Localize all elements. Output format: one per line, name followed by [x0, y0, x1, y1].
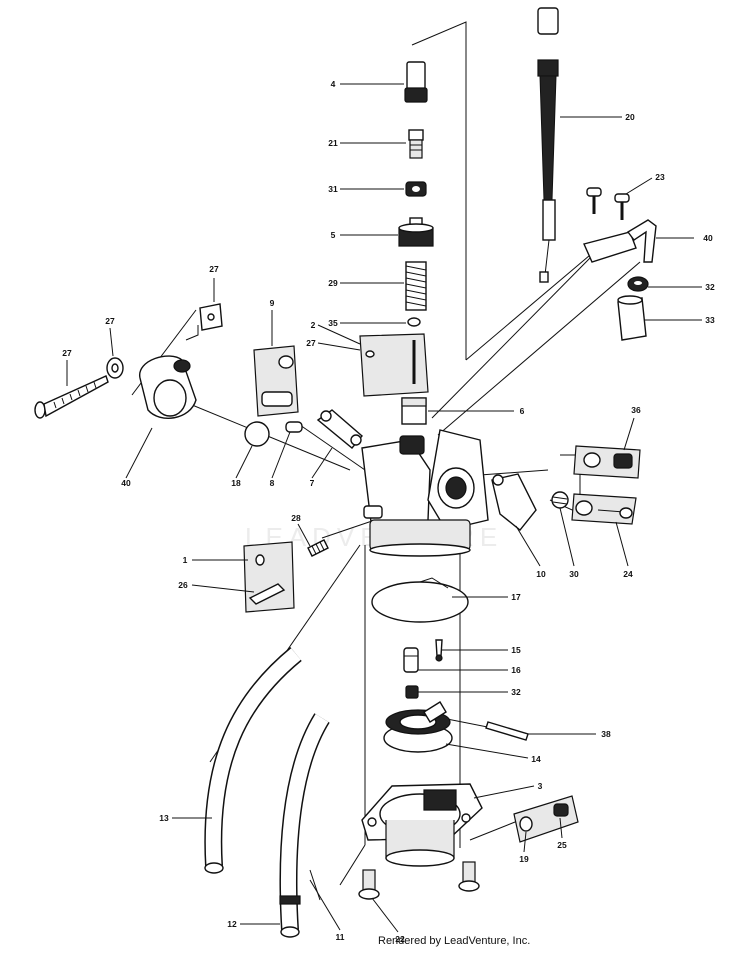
callout-3: 3	[538, 781, 543, 791]
callout-4: 4	[331, 79, 336, 89]
part-31-needle-card	[359, 333, 429, 397]
callout-23: 23	[655, 172, 665, 182]
callout-37: 35	[328, 318, 338, 328]
part-4-cable-cap	[404, 61, 428, 103]
part-22-bowl-screw	[358, 861, 480, 900]
callout-27-bracket: 27	[209, 264, 219, 274]
callout-13: 13	[159, 813, 169, 823]
callout-2: 2	[311, 320, 316, 330]
callout-12: 12	[227, 919, 237, 929]
part-19-card	[513, 795, 579, 843]
callout-22: 22	[395, 934, 405, 944]
part-28-spring	[307, 539, 329, 557]
callout-30: 30	[569, 569, 579, 579]
callout-31: 27	[306, 338, 316, 348]
part-30-spring	[551, 491, 569, 509]
part-36-card	[573, 445, 641, 479]
callout-5: 5	[331, 230, 336, 240]
callout-36: 36	[631, 405, 641, 415]
part-16-jet	[403, 647, 419, 673]
callout-33: 31	[328, 184, 338, 194]
callout-27-screw: 27	[62, 348, 72, 358]
part-15-needle	[435, 639, 443, 662]
callout-10: 10	[536, 569, 546, 579]
callout-1: 1	[183, 555, 188, 565]
part-29-spring	[405, 261, 427, 311]
part-40-clamp	[139, 355, 197, 419]
callout-9: 9	[270, 298, 275, 308]
part-14-float	[383, 701, 453, 753]
part-7-choke-lever	[316, 409, 363, 449]
callout-28: 28	[291, 513, 301, 523]
part-13-vent-tube	[204, 647, 302, 874]
callout-26: 26	[178, 580, 188, 590]
part-27-washer	[106, 357, 124, 379]
part-27-bracket	[199, 303, 223, 331]
callouts: 4 21 31 5 29 35 2 27 6 20 23 40 32 33 27…	[62, 79, 715, 944]
callout-8: 8	[270, 478, 275, 488]
callout-16: 16	[511, 665, 521, 675]
callout-6: 6	[520, 406, 525, 416]
callout-15: 15	[511, 645, 521, 655]
callout-14: 14	[531, 754, 541, 764]
part-32-main-jet	[405, 685, 419, 699]
part-27-screw	[34, 375, 109, 419]
footer-credit: Rendered by LeadVenture, Inc.	[378, 935, 531, 947]
part-10-throttle-arm	[491, 473, 537, 531]
part-37-clip	[407, 317, 421, 327]
callout-40: 40	[121, 478, 131, 488]
part-8-pin	[285, 421, 303, 433]
part-24-card	[571, 493, 637, 525]
part-26-mixture-card	[243, 541, 295, 613]
callout-35: 33	[705, 315, 715, 325]
callout-17: 17	[511, 592, 521, 602]
part-17-bowl-gasket	[371, 577, 469, 623]
callout-29: 29	[328, 278, 338, 288]
part-34-nut	[627, 276, 649, 292]
callout-21: 21	[328, 138, 338, 148]
callout-38: 38	[601, 729, 611, 739]
callout-34: 32	[705, 282, 715, 292]
callout-11: 11	[336, 932, 345, 942]
part-3-float-bowl	[361, 783, 483, 867]
part-39-cable-bracket	[583, 219, 657, 263]
part-20-throttle-cable	[537, 7, 559, 283]
callout-39: 40	[703, 233, 713, 243]
part-18-oring	[244, 421, 270, 447]
part-33-nut	[405, 181, 427, 197]
callout-18: 18	[231, 478, 241, 488]
part-5-top-cap	[398, 217, 434, 247]
part-12-overflow-tube	[279, 713, 330, 938]
part-38-float-pin	[485, 721, 529, 741]
carburetor-body	[361, 429, 489, 557]
callout-27-washer: 27	[105, 316, 115, 326]
callout-7: 7	[310, 478, 315, 488]
part-23-screws	[586, 187, 630, 220]
callout-19: 19	[519, 854, 529, 864]
part-35-sleeve	[617, 295, 647, 341]
part-9-choke-card	[253, 345, 299, 417]
part-6-throttle-slide	[401, 397, 427, 425]
callout-25: 25	[557, 840, 567, 850]
part-21-adjuster	[408, 129, 424, 159]
callout-32: 32	[511, 687, 521, 697]
callout-20: 20	[625, 112, 635, 122]
callout-24: 24	[623, 569, 633, 579]
